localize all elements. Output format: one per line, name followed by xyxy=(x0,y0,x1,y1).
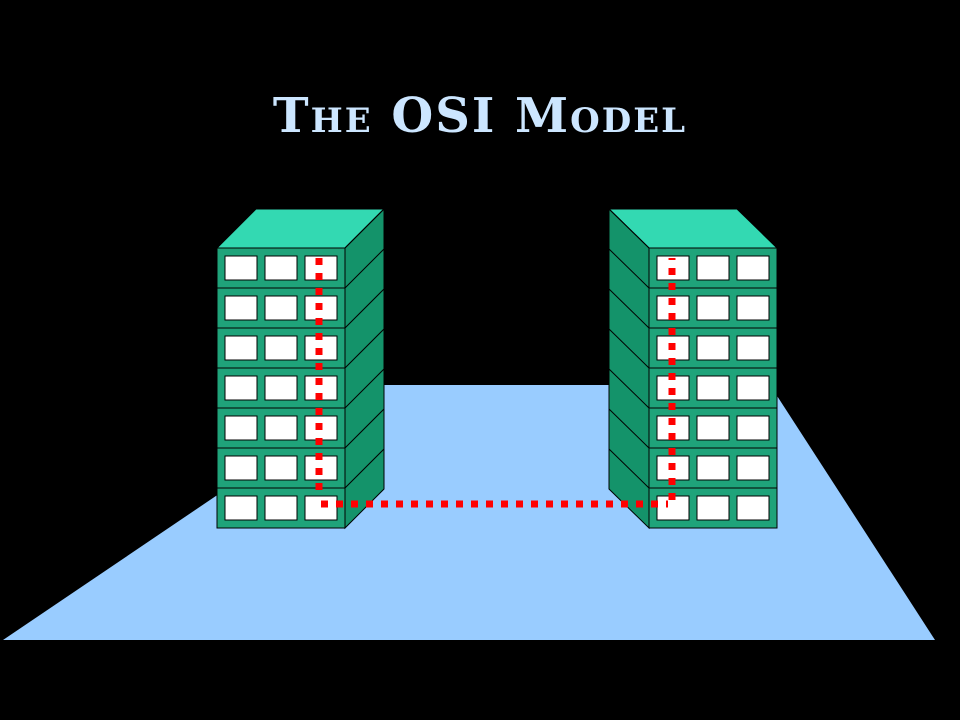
receiver-stack-window xyxy=(736,335,770,361)
sender-stack-window xyxy=(304,495,338,521)
data-path xyxy=(315,258,676,508)
sender-stack-window xyxy=(224,335,258,361)
sender-stack-window xyxy=(264,255,298,281)
receiver-stack-layer-edge xyxy=(608,328,650,369)
receiver-stack-window xyxy=(696,335,730,361)
receiver-stack-side xyxy=(608,207,650,530)
receiver-stack-window xyxy=(696,495,730,521)
sender-stack-layer-edge xyxy=(344,448,385,489)
receiver-stack-window xyxy=(736,375,770,401)
sender-stack-layers xyxy=(216,208,385,529)
sender-stack-layer-edge xyxy=(344,408,385,449)
receiver-stack-layer-edge xyxy=(608,368,650,409)
slide-title: The OSI Model xyxy=(272,88,688,144)
receiver-stack-layer-edge xyxy=(608,448,650,489)
sender-stack-window xyxy=(264,495,298,521)
receiver-stack xyxy=(607,207,779,530)
sender-stack-window xyxy=(264,335,298,361)
sender-stack-layer-edge xyxy=(344,328,385,369)
sender-stack-window xyxy=(264,375,298,401)
floor-plane xyxy=(3,385,935,640)
receiver-stack-window xyxy=(696,375,730,401)
sender-stack-layer-edge xyxy=(344,248,385,289)
sender-stack-window xyxy=(264,455,298,481)
sender-stack-side xyxy=(344,207,385,530)
receiver-stack-window xyxy=(696,455,730,481)
receiver-stack-layer-edge xyxy=(608,408,650,449)
receiver-stack-layer-edge xyxy=(608,248,650,289)
sender-stack-window xyxy=(264,415,298,441)
receiver-stack-window xyxy=(696,295,730,321)
receiver-stack-window xyxy=(696,255,730,281)
sender-stack-layer-edge xyxy=(344,208,385,249)
sender-stack-window xyxy=(224,295,258,321)
receiver-stack-window xyxy=(736,295,770,321)
receiver-stack-window xyxy=(736,255,770,281)
sender-stack-window xyxy=(224,455,258,481)
receiver-stack-window xyxy=(736,495,770,521)
sender-stack-window xyxy=(224,255,258,281)
receiver-stack-window xyxy=(736,455,770,481)
sender-stack-window xyxy=(224,375,258,401)
receiver-stack-layer-edge xyxy=(608,208,650,249)
receiver-stack-window xyxy=(696,415,730,441)
sender-stack xyxy=(215,207,386,530)
receiver-stack-window xyxy=(736,415,770,441)
sender-stack-window xyxy=(264,295,298,321)
sender-stack-window xyxy=(224,415,258,441)
sender-stack-window xyxy=(224,495,258,521)
sender-stack-layer-edge xyxy=(344,368,385,409)
sender-stack-layer-edge xyxy=(344,288,385,329)
receiver-stack-layer-edge xyxy=(608,288,650,329)
